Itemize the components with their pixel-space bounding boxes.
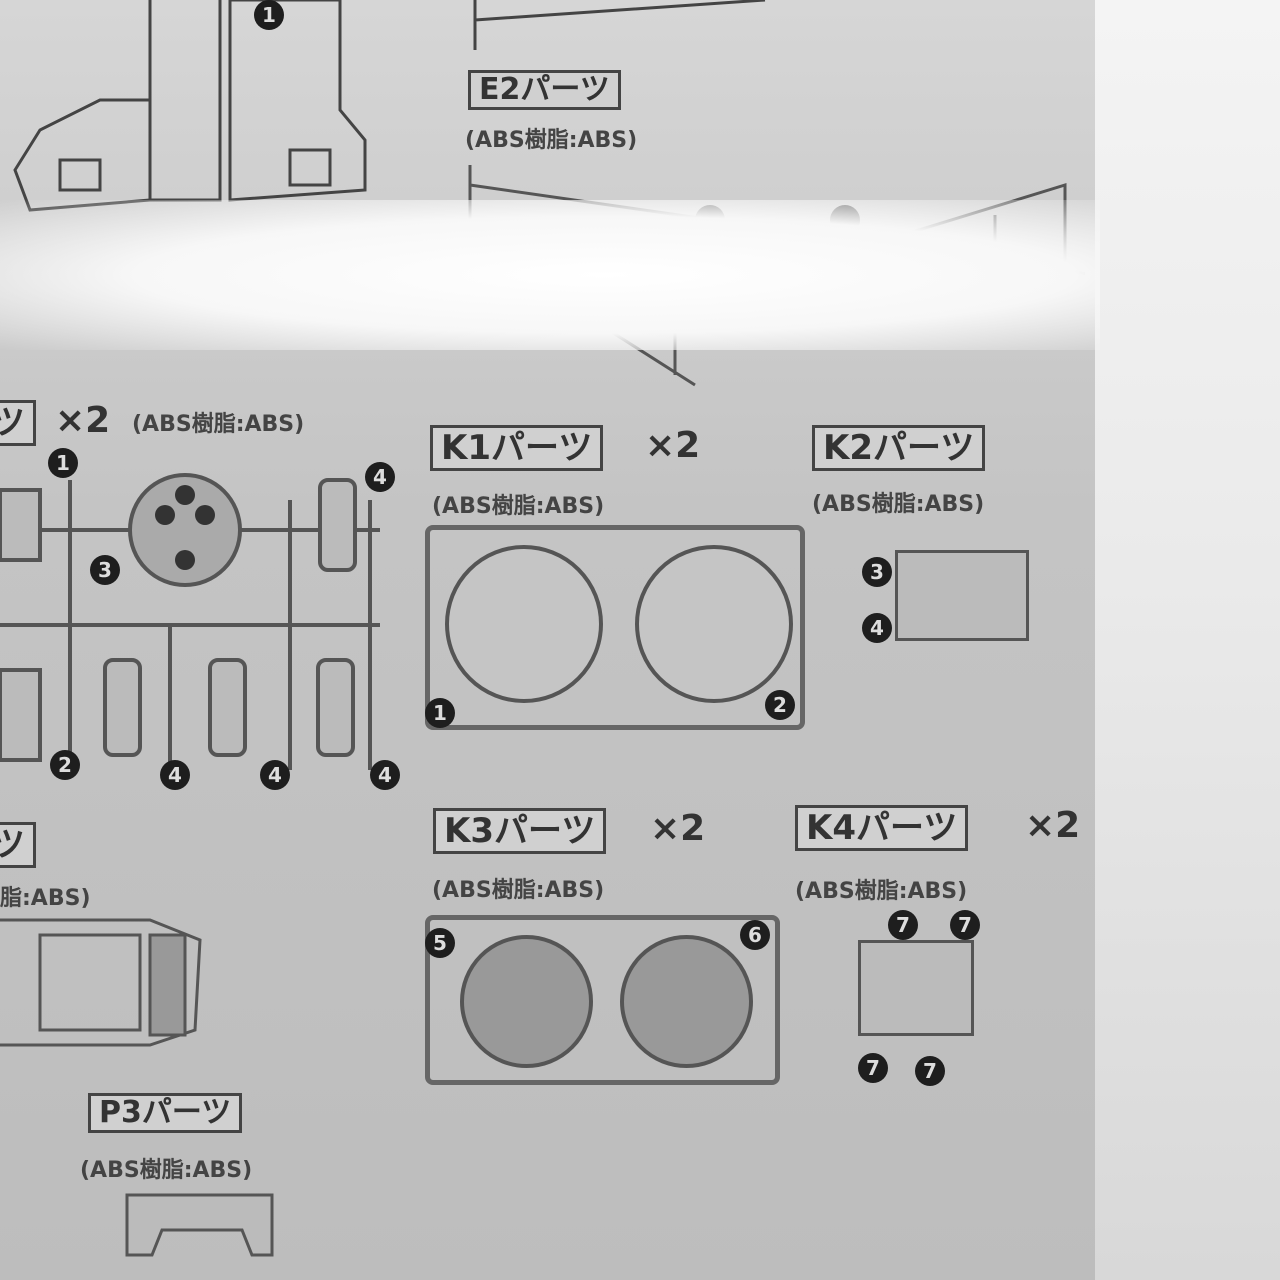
part-number-badge: 7 [915,1056,945,1086]
k1-parts-label: K1パーツ [430,425,604,471]
k4-part [858,940,974,1036]
part-number-badge: 1 [425,698,455,728]
part-number-badge: 4 [160,760,190,790]
k4-multiplier: ×2 [1025,805,1081,846]
k1-part-2 [635,545,793,703]
left-parts-multiplier: ×2 [55,400,111,441]
part-number-badge: 5 [425,928,455,958]
left-mid-parts-label: ツ [0,822,36,868]
e2-parts-label: E2パーツ [468,70,621,110]
part-number-badge: 3 [90,555,120,585]
part-number-badge: 4 [862,613,892,643]
k1-part-1 [445,545,603,703]
part-number-badge: 6 [740,920,770,950]
k1-runner [425,525,805,730]
part-number-badge: 4 [260,760,290,790]
background-surface [1095,0,1280,1280]
part-number-badge: 3 [862,557,892,587]
left-parts-label: ツ [0,400,36,446]
part-number-badge: 1 [48,448,78,478]
k2-material: (ABS樹脂:ABS) [812,492,985,517]
e2-material: (ABS樹脂:ABS) [465,128,638,153]
left-mid-part-drawing [0,918,202,1047]
part-number-badge: 7 [888,910,918,940]
k1-multiplier: ×2 [645,425,701,466]
e2-part-drawing-top [473,0,766,50]
k3-material: (ABS樹脂:ABS) [432,878,605,903]
k3-runner [425,915,780,1085]
k3-part-6 [620,935,753,1068]
p3-material: (ABS樹脂:ABS) [80,1158,253,1183]
k3-part-5 [460,935,593,1068]
k2-parts-label: K2パーツ [812,425,986,471]
part-number-badge: 2 [50,750,80,780]
part-number-badge: 1 [254,0,284,30]
k4-material: (ABS樹脂:ABS) [795,879,968,904]
p3-parts-label: P3パーツ [88,1093,243,1133]
k3-parts-label: K3パーツ [433,808,607,854]
k4-parts-label: K4パーツ [795,805,969,851]
part-number-badge: 4 [365,462,395,492]
top-left-part-drawing [13,0,367,212]
p3-part-drawing [125,1193,274,1257]
left-mid-material: 脂:ABS) [0,886,91,911]
part-number-badge: 7 [950,910,980,940]
k1-material: (ABS樹脂:ABS) [432,494,605,519]
part-number-badge: 4 [370,760,400,790]
left-sprue-drawing [0,473,380,770]
k3-multiplier: ×2 [650,808,706,849]
part-number-badge: 2 [765,690,795,720]
light-glare [0,200,1100,350]
part-number-badge: 7 [858,1053,888,1083]
k2-part [895,550,1029,641]
left-parts-material: (ABS樹脂:ABS) [132,412,305,437]
